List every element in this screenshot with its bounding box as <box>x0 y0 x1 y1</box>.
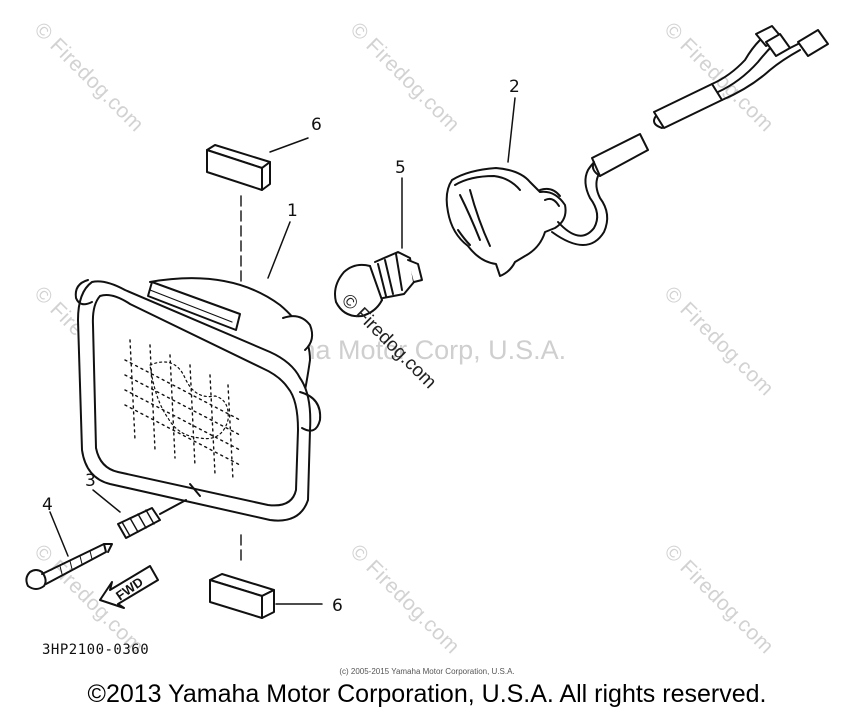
spring-spacer <box>117 499 187 539</box>
callout-6-lower: 6 <box>332 596 343 616</box>
rubber-pad-upper <box>206 144 271 191</box>
footer-copyright: ©2013 Yamaha Motor Corporation, U.S.A. A… <box>87 680 767 708</box>
callout-4: 4 <box>42 495 53 515</box>
rubber-pad-lower <box>209 573 275 619</box>
small-copyright: (c) 2005-2015 Yamaha Motor Corporation, … <box>339 667 515 676</box>
headlight-unit <box>74 277 322 522</box>
bulb <box>334 251 423 318</box>
callout-2: 2 <box>509 77 520 97</box>
bolt <box>25 543 113 590</box>
callout-6-upper: 6 <box>311 115 322 135</box>
diagram-part-code: 3HP2100-0360 <box>42 642 150 658</box>
callout-5: 5 <box>395 158 406 178</box>
callout-1: 1 <box>287 201 298 221</box>
callout-3: 3 <box>85 471 96 491</box>
fwd-arrow <box>99 565 159 609</box>
socket-harness <box>445 25 829 277</box>
